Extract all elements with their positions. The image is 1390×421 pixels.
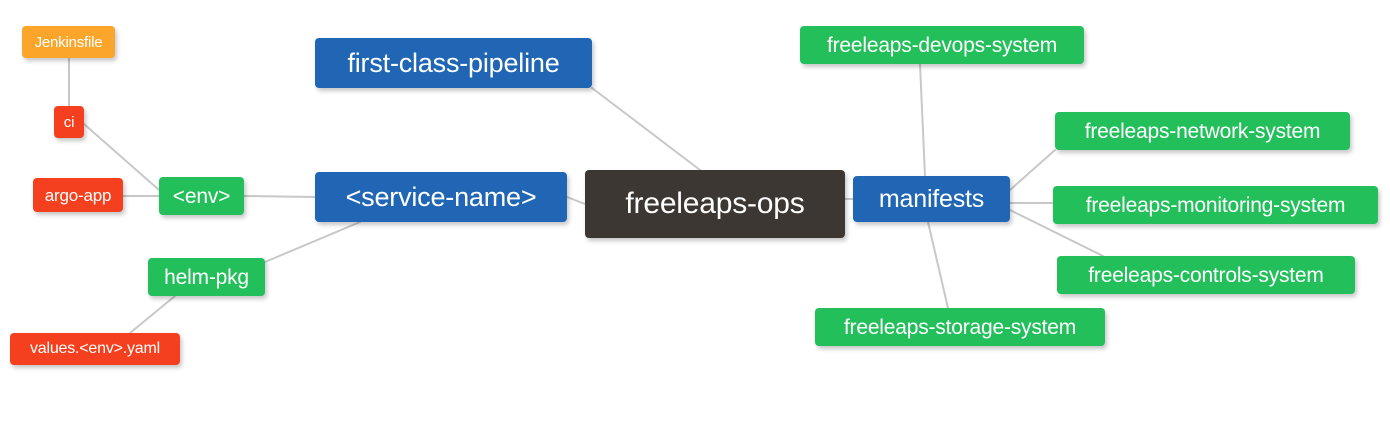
edge-manifests-to-freeleaps-devops-system: [919, 63, 926, 177]
node-argo-app[interactable]: argo-app: [33, 178, 123, 212]
node-ci[interactable]: ci: [54, 106, 84, 138]
node-values-env-yaml[interactable]: values.<env>.yaml: [10, 333, 180, 365]
node-manifests[interactable]: manifests: [853, 176, 1010, 222]
edge-freeleaps-ops-to-service-name: [566, 196, 586, 205]
node-freeleaps-ops[interactable]: freeleaps-ops: [585, 170, 845, 238]
node-first-class-pipeline[interactable]: first-class-pipeline: [315, 38, 592, 88]
node-freeleaps-storage-system[interactable]: freeleaps-storage-system: [815, 308, 1105, 346]
edge-freeleaps-ops-to-first-class-pipeline: [591, 87, 701, 171]
node-freeleaps-network-system[interactable]: freeleaps-network-system: [1055, 112, 1350, 150]
node-helm-pkg[interactable]: helm-pkg: [148, 258, 265, 296]
edge-manifests-to-freeleaps-storage-system: [927, 221, 949, 309]
edge-manifests-to-freeleaps-network-system: [1009, 149, 1056, 191]
node-service-name[interactable]: <service-name>: [315, 172, 567, 222]
node-freeleaps-controls-system[interactable]: freeleaps-controls-system: [1057, 256, 1355, 294]
edge-service-name-to-helm-pkg: [264, 221, 361, 263]
edge-helm-pkg-to-values-env-yaml: [129, 295, 176, 334]
node-jenkinsfile[interactable]: Jenkinsfile: [22, 26, 115, 58]
node-freeleaps-monitoring-system[interactable]: freeleaps-monitoring-system: [1053, 186, 1378, 224]
node-freeleaps-devops-system[interactable]: freeleaps-devops-system: [800, 26, 1084, 64]
edge-service-name-to-env: [243, 195, 316, 198]
node-env[interactable]: <env>: [159, 177, 244, 215]
